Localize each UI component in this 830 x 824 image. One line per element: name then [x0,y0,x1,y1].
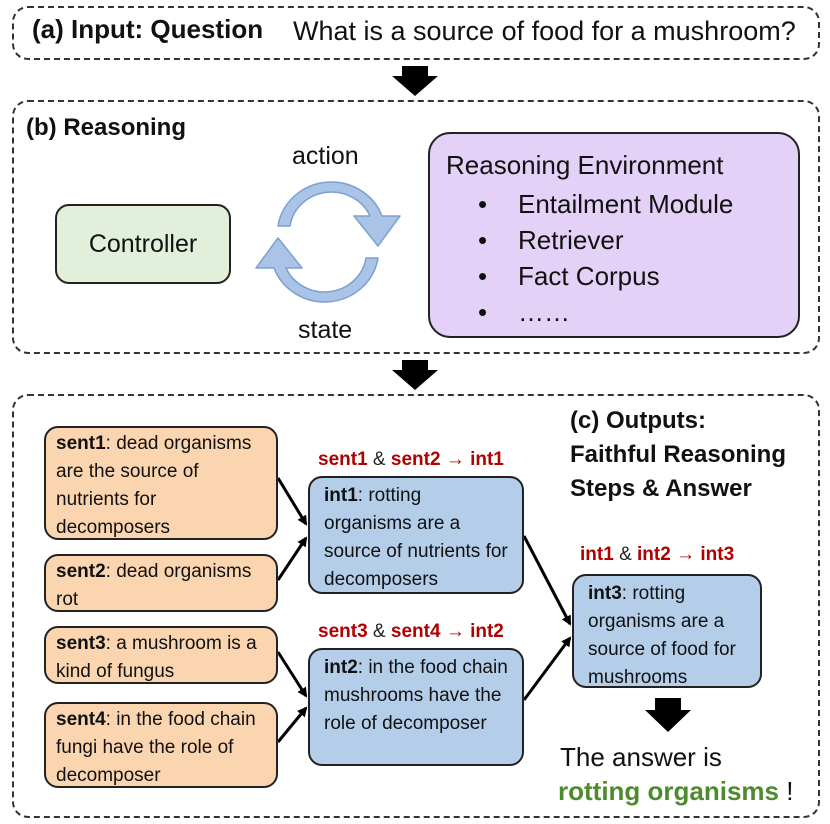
controller-label: Controller [88,229,198,258]
int1-box: int1: rotting organisms are a source of … [308,476,524,594]
int3-id: int3 [588,583,622,604]
int2-id: int2 [324,657,358,678]
step-label: sent1 & sent2 → int1 [318,449,504,470]
int1-text: : rotting organisms are a source of nutr… [324,485,508,590]
environment-title: Reasoning Environment [446,150,724,180]
cycle-arrows-icon [255,181,401,303]
sent2-id: sent2 [56,561,106,582]
sent3-text: : a mushroom is a kind of fungus [56,633,257,682]
sent4-text: : in the food chain fungi have the role … [56,709,256,786]
sent2-text: : dead organisms rot [56,561,252,610]
sent2-box: sent2: dead organisms rot [44,554,278,612]
state-label: state [298,316,353,344]
outputs-label-line2: Faithful Reasoning [570,441,786,468]
sent1-text: : dead organisms are the source of nutri… [56,433,252,538]
int2-text: : in the food chain mushrooms have the r… [324,657,508,734]
sent1-id: sent1 [56,433,106,454]
int3-text: : rotting organisms are a source of food… [588,583,736,688]
outputs-label-line3: Steps & Answer [570,475,752,502]
reasoning-label: (b) Reasoning [26,114,186,141]
down-arrow-icon [645,698,691,732]
input-panel [12,6,820,60]
reasoning-environment-box: Reasoning Environment Entailment Module … [428,132,800,338]
outputs-label-line1: (c) Outputs: [570,407,706,434]
down-arrow-icon [392,360,438,390]
sent4-box: sent4: in the food chain fungi have the … [44,702,278,788]
int2-box: int2: in the food chain mushrooms have t… [308,648,524,766]
environment-item: Fact Corpus [430,258,798,294]
step-label: sent3 & sent4 → int2 [318,621,504,642]
int1-id: int1 [324,485,358,506]
answer-value: rotting organisms [558,776,780,806]
controller-box: Controller [55,204,231,284]
sent4-id: sent4 [56,709,106,730]
answer-suffix: ! [786,776,794,806]
int3-box: int3: rotting organisms are a source of … [572,574,762,688]
outputs-panel [12,394,820,818]
input-label: (a) Input: Question [32,14,264,44]
environment-item: …… [430,294,798,330]
reasoning-panel [12,100,820,354]
sent1-box: sent1: dead organisms are the source of … [44,426,278,540]
sent3-box: sent3: a mushroom is a kind of fungus [44,626,278,684]
environment-item: Retriever [430,222,798,258]
environment-list: Entailment Module Retriever Fact Corpus … [430,186,798,330]
question-text: What is a source of food for a mushroom? [293,16,796,46]
step-label: int1 & int2 → int3 [580,544,735,565]
environment-item: Entailment Module [430,186,798,222]
outputs-label: (c) Outputs: Faithful Reasoning Steps & … [570,404,786,506]
answer-line: rotting organisms ! [558,776,793,807]
action-label: action [292,142,359,170]
down-arrow-icon [392,66,438,96]
answer-prefix: The answer is [560,742,722,772]
sent3-id: sent3 [56,633,106,654]
